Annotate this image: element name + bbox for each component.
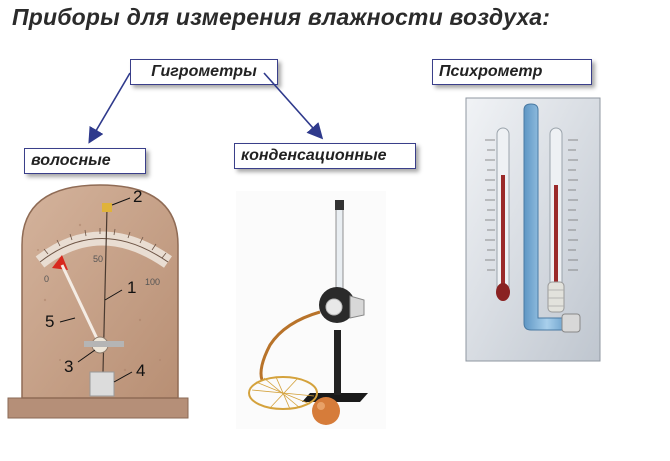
psychrometer-image [465,97,601,362]
scale-label: 100 [145,277,160,287]
scale-label: 0 [44,274,49,284]
label-hair-hygrometer: волосные [24,148,146,174]
label-condensation-hygrometer: конденсационные [234,143,416,169]
scale-label: 50 [93,254,103,264]
label-psychrometer: Психрометр [432,59,592,85]
condensation-hygrometer-image [236,191,386,429]
callout-4: 4 [136,361,145,380]
arrow-icon [263,72,324,140]
hair-hygrometer-image: 0 50 100 1 2 3 4 5 [7,184,189,419]
callout-5: 5 [45,312,54,331]
label-hygrometers: Гигрометры [130,59,278,85]
callout-1: 1 [127,278,136,297]
callout-2: 2 [133,187,142,206]
page-title: Приборы для измерения влажности воздуха: [12,4,551,30]
arrow-icon [88,72,131,144]
callout-3: 3 [64,357,73,376]
